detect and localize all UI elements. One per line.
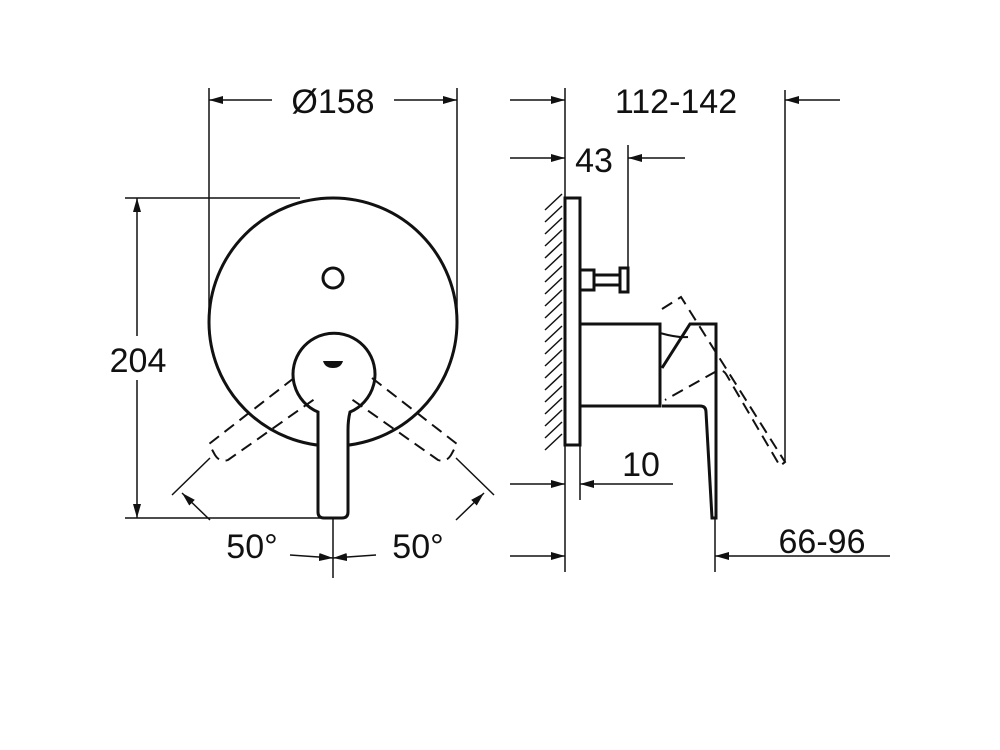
hatch-line: [544, 301, 563, 319]
depth-range-label: 112-142: [615, 83, 737, 121]
hatch-line: [544, 205, 563, 223]
side-view: 112-142 43 10 66-96: [510, 83, 890, 572]
lever-alt-right: [349, 377, 459, 462]
angle-right-label: 50°: [392, 528, 443, 566]
lever-projection-label: 66-96: [779, 523, 866, 561]
lever-alt-profile: [661, 295, 787, 468]
hatch-line: [544, 289, 563, 307]
hatch-line: [544, 265, 563, 283]
hatch-line: [544, 409, 563, 427]
front-view: Ø158 204 50° 50°: [110, 83, 495, 578]
handle-body: [578, 322, 662, 408]
plate-thickness-label: 10: [622, 446, 660, 484]
hatch-line: [544, 325, 563, 343]
diverter-knob: [321, 266, 345, 290]
hatch-line: [544, 349, 563, 367]
hatch-line: [544, 433, 563, 451]
lever-alt-left: [207, 377, 317, 462]
hatch-line: [544, 241, 563, 259]
hatch-line: [544, 217, 563, 235]
hatch-line: [544, 385, 563, 403]
hatch-line: [544, 421, 563, 439]
hatch-line: [544, 229, 563, 247]
lever-handle: [291, 331, 377, 520]
hatch-line: [544, 337, 563, 355]
hatch-line: [544, 361, 563, 379]
hatch-line: [544, 373, 563, 391]
hatch-line: [544, 313, 563, 331]
hatch-line: [544, 397, 563, 415]
diverter-depth-label: 43: [575, 142, 613, 180]
height-label: 204: [110, 342, 167, 380]
hatch-line: [544, 253, 563, 271]
lever-profile: [658, 322, 718, 520]
hatch-line: [544, 193, 563, 211]
lever-indicator: [323, 361, 343, 368]
diameter-label: Ø158: [291, 83, 374, 121]
diverter-pin: [580, 266, 630, 294]
plate-profile: [563, 196, 582, 447]
angle-left-label: 50°: [226, 528, 277, 566]
hatch-line: [544, 277, 563, 295]
wall-hatching: [544, 193, 563, 451]
